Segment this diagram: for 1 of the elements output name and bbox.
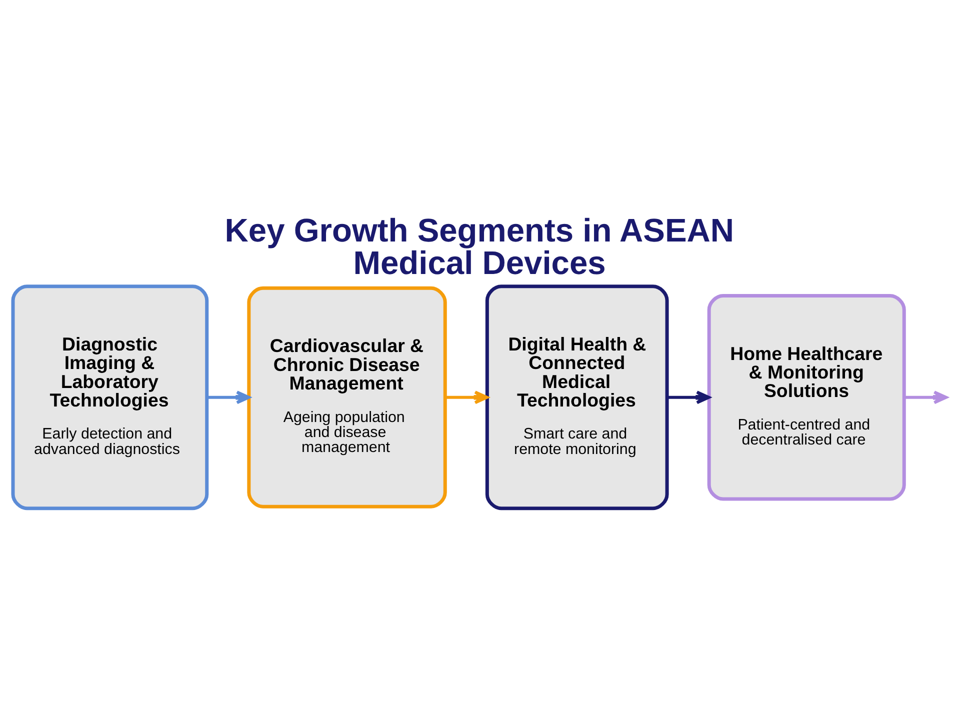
diagram-title: Key Growth Segments in ASEAN Medical Devices [224, 211, 734, 282]
